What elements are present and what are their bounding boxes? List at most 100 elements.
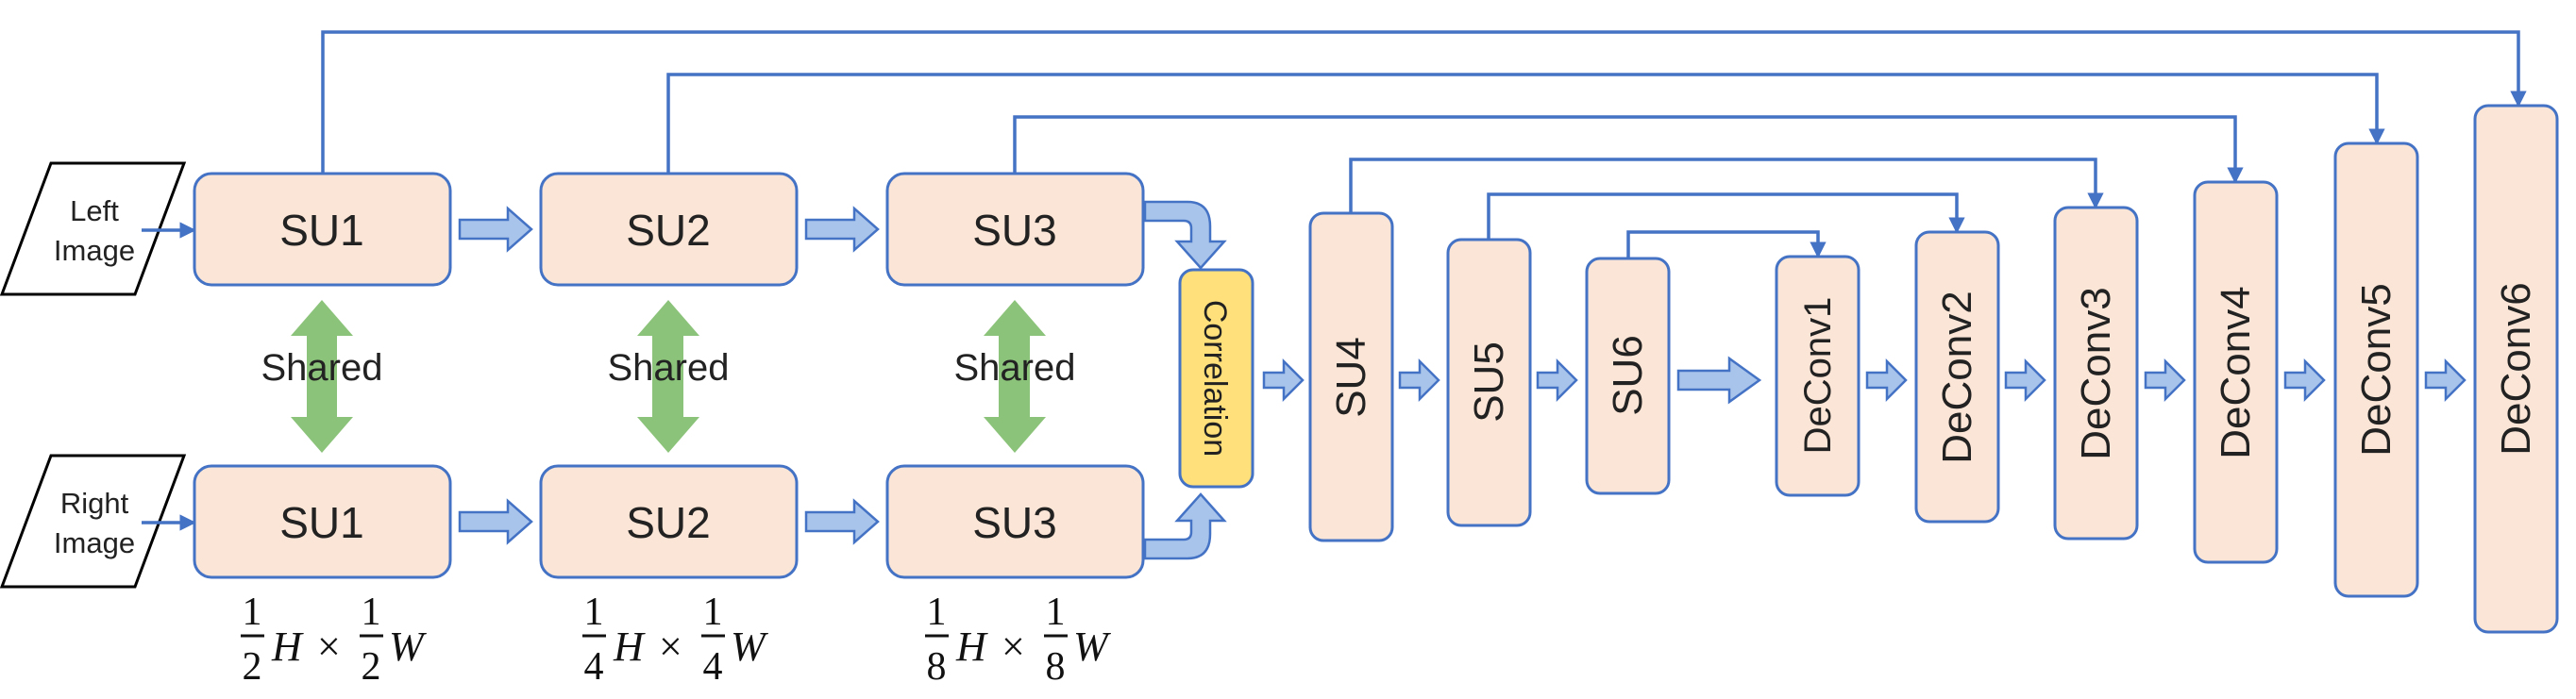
su4-box xyxy=(1308,211,1394,542)
res3-w-numerator: 1 xyxy=(1046,591,1066,634)
res1-times: × xyxy=(317,624,341,670)
shared-label-2: Shared xyxy=(608,347,730,389)
left-image-input: Left Image xyxy=(0,161,187,296)
shared-label-1: Shared xyxy=(261,347,383,389)
res1-h-symbol: H xyxy=(271,624,304,670)
top-su3-box xyxy=(885,172,1145,287)
bottom-su1-label: SU1 xyxy=(279,498,363,547)
su5-label: SU5 xyxy=(1466,341,1512,423)
bottom-su1-box xyxy=(193,464,452,579)
arrow-deconv1-deconv2 xyxy=(1865,358,1908,403)
res1-w-numerator: 1 xyxy=(362,591,381,634)
correlation-input-arrows xyxy=(1143,200,1227,560)
res3-h-denominator: 8 xyxy=(927,645,947,689)
res1-h-numerator: 1 xyxy=(243,591,262,634)
bottom-su2-box xyxy=(539,464,799,579)
shared-label-3: Shared xyxy=(954,347,1076,389)
bottom-su2-label: SU2 xyxy=(626,498,710,547)
deconv6-label: DeConv6 xyxy=(2493,282,2539,455)
su6-label: SU6 xyxy=(1605,335,1651,416)
top-su3-label: SU3 xyxy=(972,206,1056,255)
res2-h-symbol: H xyxy=(613,624,646,670)
pipeline-block-arrows xyxy=(1262,356,2467,405)
vertical-su-units: SU4 SU5 SU6 xyxy=(1308,211,1671,542)
shared-arrow-3 xyxy=(984,300,1046,453)
right-image-label-line2: Image xyxy=(54,526,135,559)
correlation-label: Correlation xyxy=(1197,300,1233,457)
left-image-label-line2: Image xyxy=(54,234,135,267)
deconv3-label: DeConv3 xyxy=(2073,287,2119,459)
top-su3-to-correlation-arrow xyxy=(1143,200,1227,270)
arrow-deconv4-deconv5 xyxy=(2283,358,2326,403)
su5-box xyxy=(1446,238,1532,527)
bottom-su3-to-correlation-arrow xyxy=(1143,492,1227,560)
right-image-input: Right Image xyxy=(0,454,187,589)
res1-w-symbol: W xyxy=(389,624,427,670)
skip-su6-deconv1 xyxy=(1626,230,1827,258)
deconv-units: DeConv1 DeConv2 DeConv3 DeConv4 DeConv5 … xyxy=(1775,104,2559,634)
shared-arrow-1 xyxy=(291,300,353,453)
skip-connections xyxy=(321,30,2527,258)
skip-su2-deconv5 xyxy=(666,73,2385,174)
bottom-arrow-1-2 xyxy=(458,498,533,545)
res2-times: × xyxy=(659,624,682,670)
res3-w-denominator: 8 xyxy=(1046,645,1066,689)
res1-h-denominator: 2 xyxy=(243,645,262,689)
resolution-formula-2: 1 4 H × 1 4 W xyxy=(582,591,768,689)
correlation-box xyxy=(1178,268,1254,489)
top-su2-box xyxy=(539,172,799,287)
res2-h-numerator: 1 xyxy=(584,591,604,634)
arrow-su4-su5 xyxy=(1398,358,1440,403)
deconv2-label: DeConv2 xyxy=(1934,291,1980,463)
deconv5-box xyxy=(2333,141,2419,598)
resolution-formula-1: 1 2 H × 1 2 W xyxy=(241,591,427,689)
shared-arrows: Shared Shared Shared xyxy=(261,300,1076,453)
res3-h-symbol: H xyxy=(955,624,988,670)
res2-w-denominator: 4 xyxy=(703,645,723,689)
arrow-deconv5-deconv6 xyxy=(2424,358,2467,403)
deconv2-box xyxy=(1914,230,2000,524)
skip-su4-deconv3 xyxy=(1349,158,2104,213)
deconv5-label: DeConv5 xyxy=(2353,283,2399,456)
top-su2-label: SU2 xyxy=(626,206,710,255)
su4-label: SU4 xyxy=(1328,337,1374,418)
right-image-label-line1: Right xyxy=(60,487,129,520)
deconv1-box xyxy=(1775,255,1860,497)
top-arrow-1-2 xyxy=(458,206,533,253)
res3-times: × xyxy=(1002,624,1025,670)
bottom-su3-label: SU3 xyxy=(972,498,1056,547)
deconv4-label: DeConv4 xyxy=(2213,286,2259,458)
deconv4-box xyxy=(2193,180,2279,564)
arrow-deconv3-deconv4 xyxy=(2144,358,2186,403)
bottom-arrow-2-3 xyxy=(804,498,880,545)
arrow-su5-su6 xyxy=(1536,358,1578,403)
correlation-block: Correlation xyxy=(1178,268,1254,489)
arrow-correlation-su4 xyxy=(1262,358,1305,403)
resolution-formula-3: 1 8 H × 1 8 W xyxy=(925,591,1111,689)
top-su1-box xyxy=(193,172,452,287)
shared-arrow-2 xyxy=(637,300,699,453)
deconv6-box xyxy=(2473,104,2559,634)
bottom-su3-box xyxy=(885,464,1145,579)
top-su1-label: SU1 xyxy=(279,206,363,255)
res2-w-numerator: 1 xyxy=(703,591,723,634)
row-block-arrows xyxy=(458,206,880,545)
su6-box xyxy=(1585,257,1671,495)
res1-w-denominator: 2 xyxy=(362,645,381,689)
arrow-su6-deconv1 xyxy=(1676,356,1762,405)
top-row: SU1 SU2 SU3 xyxy=(193,172,1145,287)
deconv3-box xyxy=(2053,206,2139,541)
res2-w-symbol: W xyxy=(731,624,768,670)
skip-su1-deconv6 xyxy=(321,30,2527,174)
left-image-label-line1: Left xyxy=(70,194,119,227)
res3-w-symbol: W xyxy=(1073,624,1111,670)
res3-h-numerator: 1 xyxy=(927,591,947,634)
skip-su5-deconv2 xyxy=(1487,192,1965,240)
deconv1-label: DeConv1 xyxy=(1797,297,1839,455)
arrow-deconv2-deconv3 xyxy=(2004,358,2046,403)
bottom-row: SU1 SU2 SU3 xyxy=(193,464,1145,579)
res2-h-denominator: 4 xyxy=(584,645,604,689)
top-arrow-2-3 xyxy=(804,206,880,253)
skip-su3-deconv4 xyxy=(1013,115,2244,184)
